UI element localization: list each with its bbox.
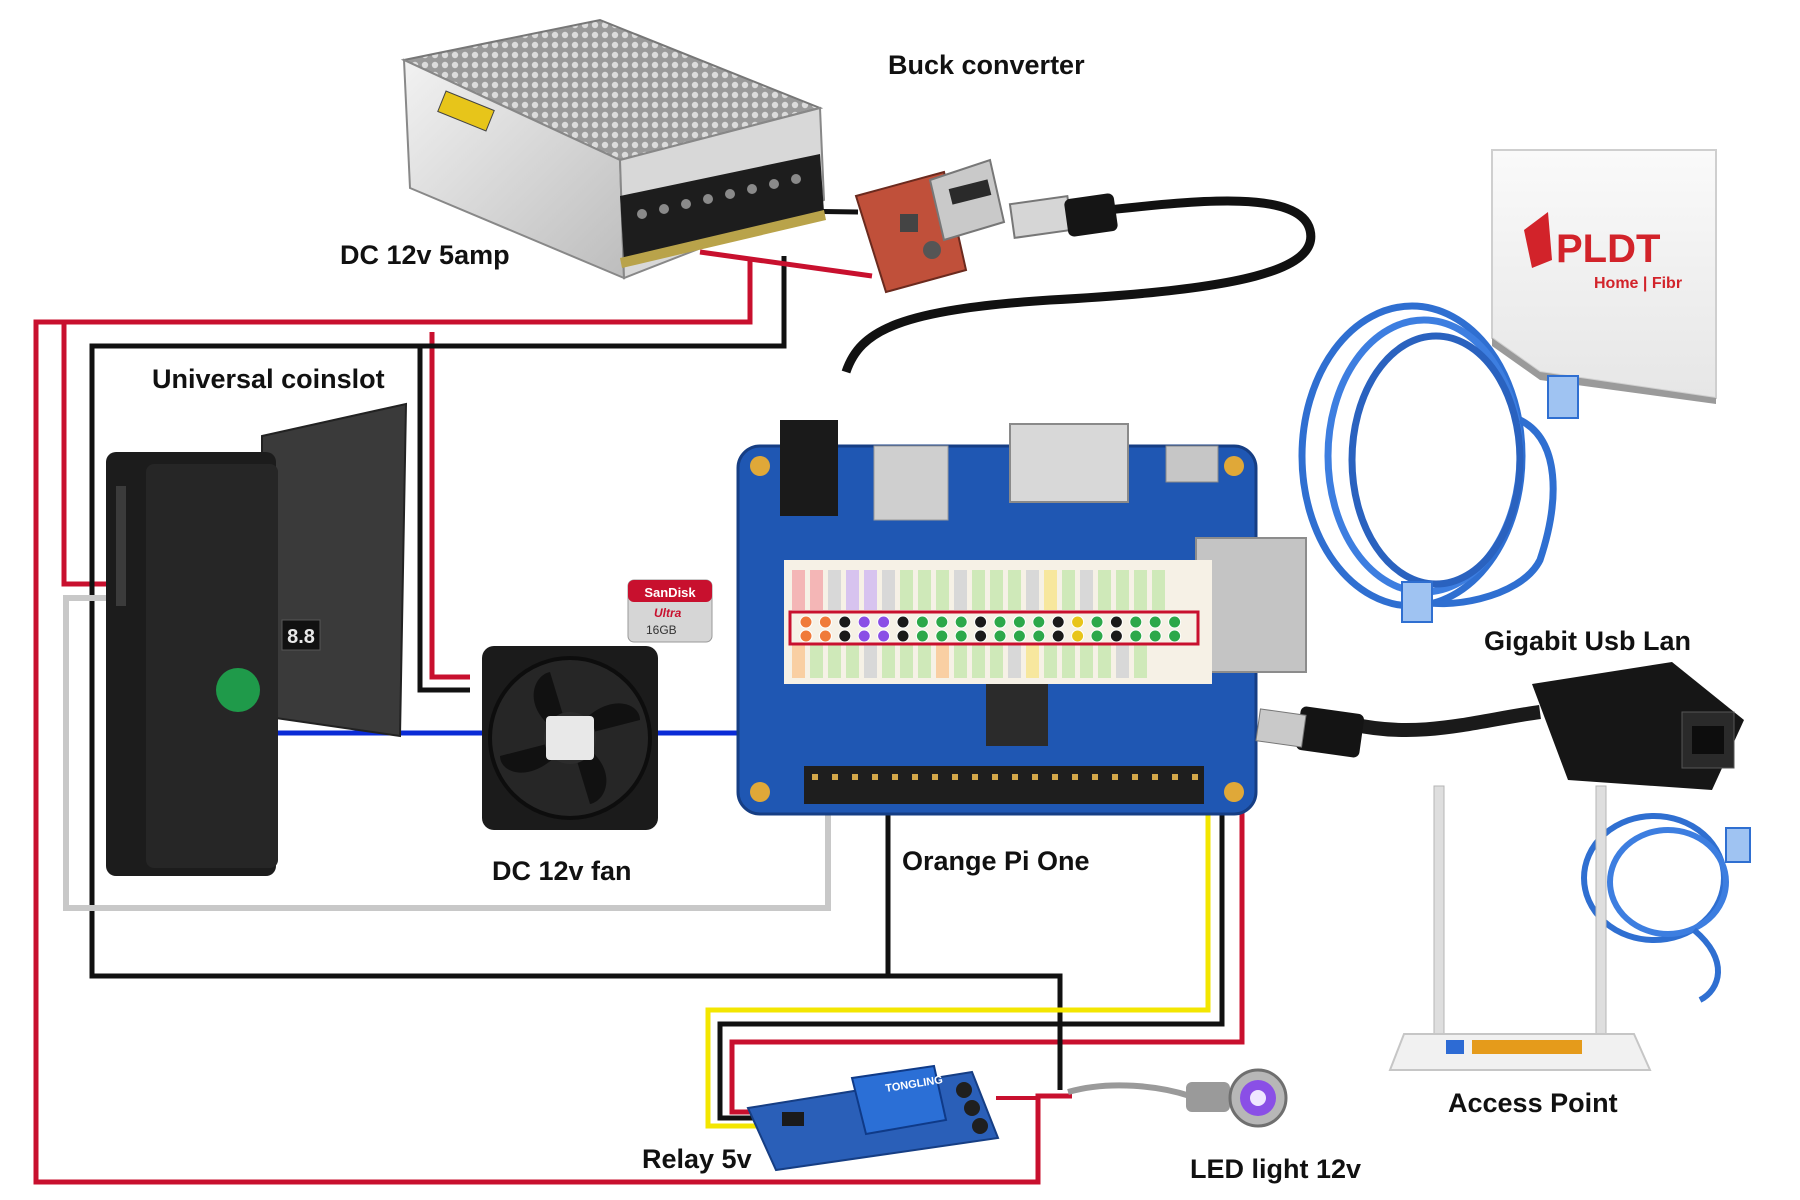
sd-card-size: 16GB xyxy=(646,623,677,637)
gpio-pin xyxy=(1071,615,1085,629)
gpio-pin xyxy=(1168,629,1182,643)
power-supply xyxy=(400,18,826,280)
lan-cable-small xyxy=(1581,813,1729,1003)
black-wire-main xyxy=(89,256,1063,1090)
label-coinslot: Universal coinslot xyxy=(152,364,385,394)
gpio-pin xyxy=(1109,615,1123,629)
gpio-pin xyxy=(1012,615,1026,629)
sd-card-brand: SanDisk xyxy=(644,585,696,600)
gpio-pin xyxy=(935,629,949,643)
gpio-pin xyxy=(818,615,832,629)
gpio-pin xyxy=(993,615,1007,629)
rj45-plug-icon xyxy=(1401,375,1579,623)
gpio-pin xyxy=(954,615,968,629)
buck-converter-board xyxy=(854,158,1118,294)
red-wire-buck xyxy=(699,249,873,279)
gpio-color-map xyxy=(792,570,1165,678)
gpio-pin xyxy=(896,615,910,629)
rj45-plug-small-icon xyxy=(1725,827,1751,863)
gpio-pin xyxy=(974,615,988,629)
sd-card: SanDisk Ultra 16GB xyxy=(627,579,713,643)
gpio-pin xyxy=(915,615,929,629)
gpio-pin xyxy=(1129,629,1143,643)
gpio-highlight xyxy=(788,610,1200,646)
gpio-pin xyxy=(1109,629,1123,643)
label-board: Orange Pi One xyxy=(902,846,1090,876)
label-relay: Relay 5v xyxy=(642,1144,752,1174)
gpio-pin xyxy=(1032,615,1046,629)
coinslot-device: 8.8 xyxy=(106,402,408,876)
gpio-pin xyxy=(1148,615,1162,629)
gpio-pin xyxy=(838,615,852,629)
pldt-brand: PLDT xyxy=(1556,227,1660,271)
sd-card-line: Ultra xyxy=(654,606,682,620)
led-light xyxy=(1067,1068,1288,1128)
gpio-pin xyxy=(954,629,968,643)
coinslot-display-text: 8.8 xyxy=(287,626,315,648)
gpio-pin xyxy=(974,629,988,643)
gpio-pin xyxy=(1071,629,1085,643)
gpio-pin xyxy=(896,629,910,643)
usb-lan-adapter xyxy=(1255,662,1744,790)
gpio-pin xyxy=(1090,615,1104,629)
gpio-pin xyxy=(1129,615,1143,629)
label-fan: DC 12v fan xyxy=(492,856,632,886)
label-usb-lan: Gigabit Usb Lan xyxy=(1484,626,1692,656)
gpio-pin xyxy=(1051,615,1065,629)
relay-module: TONGLING xyxy=(746,1064,1000,1172)
label-led: LED light 12v xyxy=(1190,1154,1362,1184)
gpio-pin xyxy=(799,615,813,629)
black-wire-fan xyxy=(417,346,470,693)
gpio-pin xyxy=(1168,615,1182,629)
gpio-pin xyxy=(1032,629,1046,643)
pldt-sub: Home | Fibr xyxy=(1594,275,1682,292)
gpio-pin xyxy=(935,615,949,629)
pldt-logo-icon xyxy=(1524,212,1552,268)
gpio-pin xyxy=(857,629,871,643)
access-point xyxy=(1388,785,1652,1071)
gpio-pin-row xyxy=(799,615,1182,643)
gpio-pin xyxy=(1051,629,1065,643)
gpio-pin xyxy=(818,629,832,643)
gpio-pin xyxy=(993,629,1007,643)
gpio-pin xyxy=(799,629,813,643)
gpio-pin xyxy=(1012,629,1026,643)
usb-plug-icon xyxy=(1008,193,1118,240)
label-power-supply: DC 12v 5amp xyxy=(340,240,510,270)
red-wire-fan xyxy=(429,332,470,680)
gpio-pin xyxy=(838,629,852,643)
gpio-pin xyxy=(877,629,891,643)
led-glow-icon xyxy=(1250,1090,1266,1106)
label-access-point: Access Point xyxy=(1448,1088,1618,1118)
gpio-pin xyxy=(1148,629,1162,643)
gpio-pin xyxy=(877,615,891,629)
gpio-pin xyxy=(857,615,871,629)
gpio-pin xyxy=(1090,629,1104,643)
white-wire-coinslot xyxy=(63,595,831,911)
label-buck-converter: Buck converter xyxy=(888,50,1085,80)
bottom-pin-header xyxy=(804,766,1204,804)
usb-cable xyxy=(841,196,1316,374)
gpio-pin xyxy=(915,629,929,643)
fan-device xyxy=(482,646,658,830)
pldt-router: PLDT Home | Fibr xyxy=(1491,149,1717,404)
